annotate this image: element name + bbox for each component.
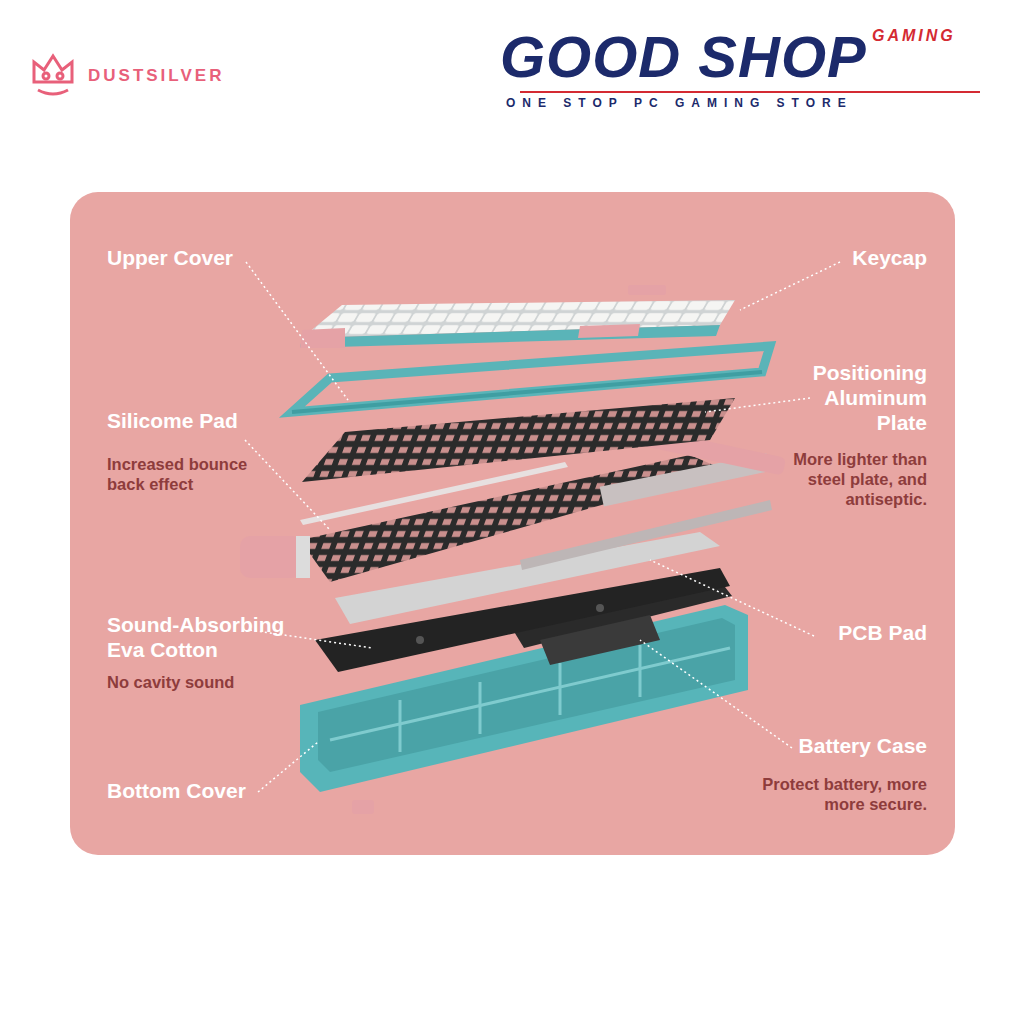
part-note: No cavity sound [107, 673, 234, 693]
part-name: PCB Pad [838, 620, 927, 645]
part-note: Protect battery, more more secure. [762, 775, 927, 815]
keycap [628, 285, 666, 295]
panel [70, 192, 955, 855]
side-bar [296, 536, 310, 578]
leader-line [245, 262, 840, 792]
aluminum-plate [302, 398, 735, 482]
logo-tagline: GAMING [872, 26, 956, 45]
part-name: Silicome Pad [107, 408, 238, 433]
part-name: Battery Case [799, 733, 927, 758]
shop-slogan: ONE STOP PC GAMING STORE [506, 96, 853, 110]
part-note: Increased bounce back effect [107, 455, 277, 495]
side-bar [240, 536, 302, 578]
part-name: Keycap [852, 245, 927, 270]
brand-logo [34, 56, 72, 94]
part-note: More lighter than steel plate, and antis… [787, 450, 927, 509]
foot [352, 800, 374, 814]
part-name: Bottom Cover [107, 778, 246, 803]
bottom-ribs [330, 645, 730, 752]
keycap [300, 328, 345, 348]
brand-name: DUSTSILVER [88, 66, 224, 86]
keycap [578, 324, 640, 338]
upper-cover [292, 346, 770, 412]
keycaps-row [300, 325, 720, 348]
shop-logo: GOOD SHOP [500, 28, 867, 86]
logo-line [520, 91, 980, 93]
part-name: Positioning Aluminum Plate [797, 360, 927, 436]
part-name: Sound-Absorbing Eva Cotton [107, 612, 307, 662]
side-rail [520, 500, 772, 570]
part-name: Upper Cover [107, 245, 233, 270]
